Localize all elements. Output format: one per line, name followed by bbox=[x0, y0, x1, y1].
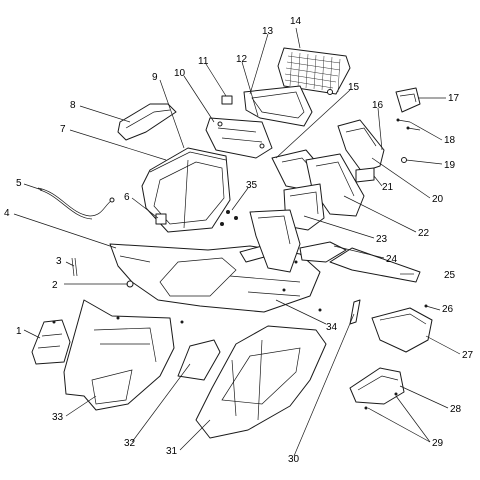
part-32-panel bbox=[177, 339, 221, 381]
callout-27: 27 bbox=[462, 350, 474, 361]
callout-3: 3 bbox=[56, 256, 62, 267]
callout-14: 14 bbox=[290, 16, 302, 27]
part-7-storage-bin bbox=[141, 147, 231, 233]
callout-1: 1 bbox=[16, 326, 22, 337]
callout-33: 33 bbox=[52, 412, 64, 423]
callout-17: 17 bbox=[448, 93, 460, 104]
part-6-block bbox=[155, 213, 167, 225]
part-27-side-guard bbox=[371, 307, 433, 353]
callout-28: 28 bbox=[450, 404, 462, 415]
callout-29: 29 bbox=[432, 438, 444, 449]
callout-labels: 1 2 3 4 5 6 7 8 9 10 11 12 13 14 15 16 1… bbox=[4, 16, 474, 465]
part-33-left-floor bbox=[63, 299, 175, 411]
callout-20: 20 bbox=[432, 194, 444, 205]
fasteners bbox=[52, 210, 428, 410]
callout-35: 35 bbox=[246, 180, 258, 191]
callout-4: 4 bbox=[4, 208, 10, 219]
part-13-rear-frame bbox=[243, 85, 313, 127]
callout-6: 6 bbox=[124, 192, 130, 203]
leader-lines bbox=[13, 27, 461, 457]
callout-8: 8 bbox=[70, 100, 76, 111]
callout-13: 13 bbox=[262, 26, 274, 37]
callout-16: 16 bbox=[372, 100, 384, 111]
part-10-bracket bbox=[205, 117, 273, 159]
callout-7: 7 bbox=[60, 124, 66, 135]
part-8-lid bbox=[117, 103, 177, 141]
part-24-duct bbox=[299, 241, 347, 263]
callout-23: 23 bbox=[376, 234, 388, 245]
part-28-flap bbox=[349, 367, 405, 405]
callout-31: 31 bbox=[166, 446, 178, 457]
callout-30: 30 bbox=[288, 454, 300, 465]
callout-9: 9 bbox=[152, 72, 158, 83]
part-24-console bbox=[249, 209, 301, 273]
part-3-rod bbox=[71, 257, 78, 277]
part-19-fastener bbox=[401, 157, 407, 163]
callout-11: 11 bbox=[198, 56, 209, 67]
callout-18: 18 bbox=[444, 135, 456, 146]
part-16-bracket bbox=[337, 119, 385, 173]
callout-32: 32 bbox=[124, 438, 136, 449]
part-18-screws bbox=[396, 118, 421, 131]
part-14-net-panel bbox=[277, 47, 351, 95]
callout-10: 10 bbox=[174, 68, 186, 79]
part-1-boot bbox=[31, 319, 71, 365]
callout-15: 15 bbox=[348, 82, 360, 93]
callout-2: 2 bbox=[52, 280, 58, 291]
part-17-latch bbox=[395, 87, 421, 113]
part-5-cable bbox=[37, 187, 115, 220]
callout-12: 12 bbox=[236, 54, 248, 65]
callout-34: 34 bbox=[326, 322, 338, 333]
callout-24: 24 bbox=[386, 254, 398, 265]
callout-25: 25 bbox=[444, 270, 456, 281]
callout-5: 5 bbox=[16, 178, 22, 189]
part-25-trim bbox=[329, 247, 421, 283]
part-21-clip bbox=[355, 167, 375, 183]
part-11-clip bbox=[221, 95, 233, 105]
callout-19: 19 bbox=[444, 160, 456, 171]
callout-22: 22 bbox=[418, 228, 430, 239]
part-31-main-floor bbox=[195, 325, 327, 439]
callout-26: 26 bbox=[442, 304, 454, 315]
callout-21: 21 bbox=[382, 182, 394, 193]
